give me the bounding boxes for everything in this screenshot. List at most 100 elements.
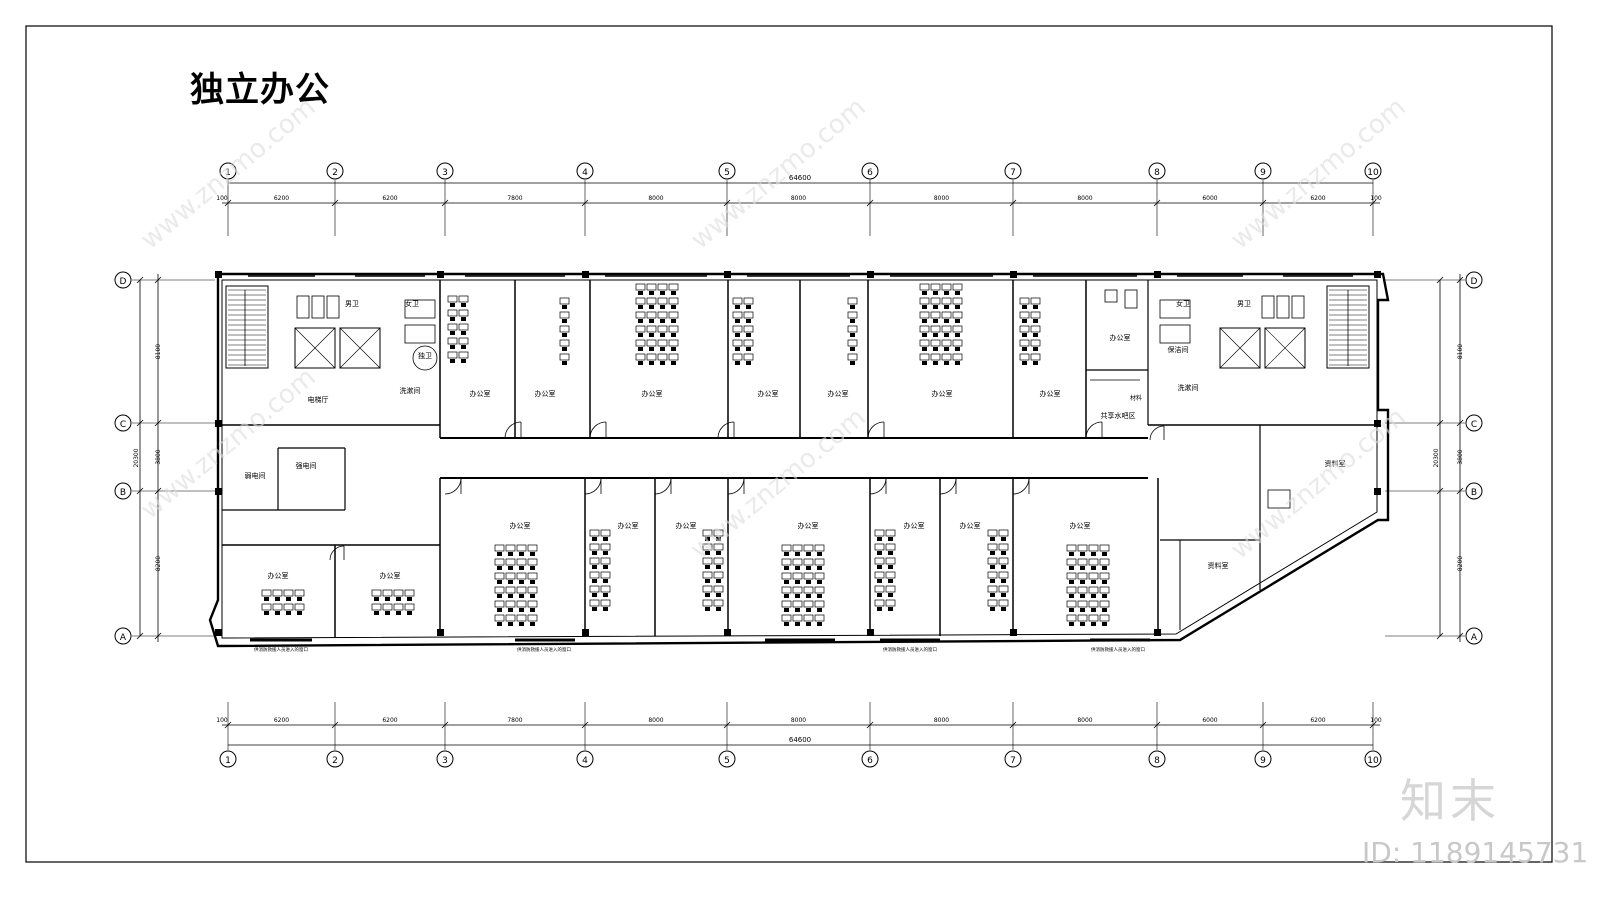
vertical-span-dim: 3800 (155, 449, 162, 464)
desk-cluster (743, 311, 754, 319)
desk-cluster-chair (877, 607, 882, 611)
desk-cluster (919, 283, 930, 291)
desk-cluster-chair (784, 552, 789, 556)
desk-cluster (1099, 544, 1110, 552)
dim-tick (866, 721, 874, 729)
desk-cluster (589, 557, 600, 565)
desk-cluster-chair (508, 580, 513, 584)
desk-cluster (527, 544, 538, 552)
desk-cluster-chair (461, 345, 466, 349)
desk-cluster-chair (264, 611, 269, 615)
bottom-total-dim: 64600 (789, 736, 811, 744)
dim-tick (723, 721, 731, 729)
top-total-dim: 64600 (789, 174, 811, 182)
grid-bubble-top (1364, 162, 1382, 180)
desk-cluster-chair (530, 566, 535, 570)
desk-cluster-chair (497, 580, 502, 584)
desk-cluster-chair (795, 552, 800, 556)
grid-bubble-bottom (326, 750, 344, 768)
grid-bubble-top (436, 162, 454, 180)
elevator-west-2 (339, 327, 381, 369)
office-door-north (1085, 421, 1103, 439)
vertical-total-dim: 20300 (133, 448, 140, 467)
site-watermark-text: www.znzmo.com (685, 92, 871, 255)
room-label-office: 办公室 (510, 521, 531, 530)
desk-cluster (1019, 353, 1030, 361)
desk-cluster-chair (955, 305, 960, 309)
desk-cluster (635, 353, 646, 361)
desk-cluster (792, 586, 803, 594)
bottom-span-dim: 8000 (648, 717, 663, 724)
desk-cluster (1099, 586, 1110, 594)
desk-cluster-chair (817, 566, 822, 570)
desk-cluster-chair (1069, 608, 1074, 612)
grid-bubble-top (1254, 162, 1272, 180)
desk-cluster (713, 557, 724, 565)
desk-cluster (998, 543, 1009, 551)
desk-cluster-chair (933, 305, 938, 309)
desk-cluster (1019, 325, 1030, 333)
desk-cluster-chair (638, 361, 643, 365)
office-door-south (584, 477, 602, 495)
rescue-window-note: 供消防救援人员进入的窗口 (1091, 646, 1145, 653)
desk-cluster (987, 599, 998, 607)
desk-cluster-chair (1069, 594, 1074, 598)
desk-cluster-chair (888, 607, 893, 611)
desk-cluster (516, 544, 527, 552)
desk-cluster-chair (671, 361, 676, 365)
desk-cluster-chair (497, 552, 502, 556)
desk-cluster (1066, 600, 1077, 608)
office-door-south (869, 477, 887, 495)
grid-label-top: 7 (1010, 168, 1016, 178)
desk-cluster (635, 283, 646, 291)
top-span-dim: 6200 (382, 195, 397, 202)
grid-label-top: 2 (332, 168, 338, 178)
desk-cluster (527, 614, 538, 622)
desk-cluster-chair (1102, 580, 1107, 584)
room-label-office: 办公室 (268, 571, 289, 580)
desk-cluster-chair (806, 594, 811, 598)
desk-cluster (527, 572, 538, 580)
elevator-x (1264, 327, 1306, 369)
desk-cluster (930, 339, 941, 347)
desk-cluster-chair (990, 565, 995, 569)
desk-cluster-chair (817, 622, 822, 626)
grid-bubble-top (1004, 162, 1022, 180)
desk-cluster-chair (990, 593, 995, 597)
desk-cluster (505, 544, 516, 552)
desk-cluster-chair (817, 608, 822, 612)
room-label-male-wc: 男卫 (1237, 300, 1251, 308)
desk-cluster (371, 589, 382, 597)
desk-cluster-chair (922, 347, 927, 351)
grid-bubble-top (861, 162, 879, 180)
desk-cluster (1066, 544, 1077, 552)
desk-cluster (998, 529, 1009, 537)
desk-cluster (952, 311, 963, 319)
desk-cluster (635, 339, 646, 347)
desk-cluster (702, 557, 713, 565)
desk-cluster-chair (1001, 537, 1006, 541)
structural-column (582, 629, 589, 636)
desk-cluster (941, 325, 952, 333)
desk-cluster (668, 283, 679, 291)
desk-cluster-chair (286, 597, 291, 601)
desk-cluster-chair (944, 291, 949, 295)
desk-cluster (781, 586, 792, 594)
office-door-south (1012, 477, 1030, 495)
desk-cluster-chair (806, 566, 811, 570)
desk-cluster (919, 325, 930, 333)
desk-cluster-chair (806, 552, 811, 556)
desk-cluster-chair (705, 579, 710, 583)
dim-tick (441, 721, 449, 729)
office-door-north (504, 421, 522, 439)
desk-cluster-chair (562, 347, 567, 351)
grid-label-bottom: 1 (225, 756, 231, 766)
desk-cluster-chair (530, 552, 535, 556)
desk-cluster (874, 599, 885, 607)
desk-cluster-chair (592, 607, 597, 611)
room-label-office: 办公室 (758, 389, 779, 398)
desk-cluster-chair (649, 361, 654, 365)
desk-cluster (494, 558, 505, 566)
desk-cluster (494, 572, 505, 580)
desk-cluster-chair (638, 347, 643, 351)
